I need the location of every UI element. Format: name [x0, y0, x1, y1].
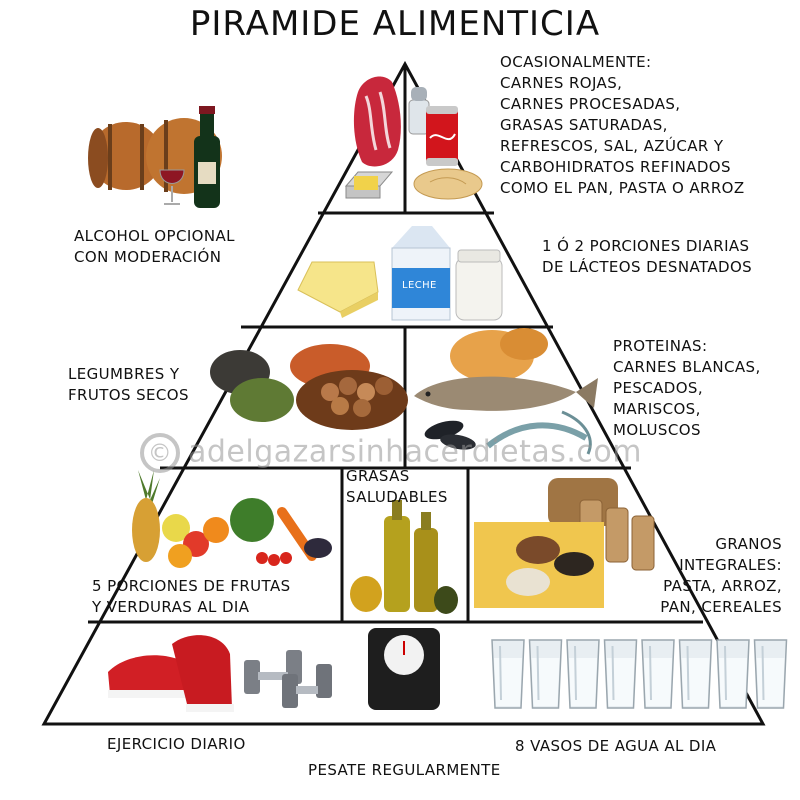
occasional-line: CARNES ROJAS,	[500, 74, 623, 92]
yogurt-jar-image	[455, 249, 503, 321]
soda-can-image	[426, 106, 458, 166]
alcohol-label: ALCOHOL OPCIONAL CON MODERACIÓN	[74, 226, 235, 268]
healthy-fats-label: GRASAS SALUDABLES	[346, 466, 448, 508]
occasional-line: COMO EL PAN, PASTA O ARROZ	[500, 179, 745, 197]
water-glass-icon	[566, 639, 600, 709]
whole-grains-label: GRANOS INTEGRALES: PASTA, ARROZ, PAN, CE…	[640, 534, 782, 618]
occasional-foods-label: OCASIONALMENTE: CARNES ROJAS, CARNES PRO…	[500, 52, 745, 199]
dairy-line: DE LÁCTEOS DESNATADOS	[542, 258, 753, 276]
water-glass-icon	[603, 639, 638, 709]
dumbbells-image	[244, 650, 332, 708]
proteins-label: PROTEINAS: CARNES BLANCAS, PESCADOS, MAR…	[613, 336, 761, 441]
legumes-line: LEGUMBRES Y	[68, 365, 180, 383]
water-glass-icon	[641, 639, 675, 709]
water-glasses-label: 8 VASOS DE AGUA AL DIA	[515, 737, 717, 755]
dairy-label: 1 Ó 2 PORCIONES DIARIAS DE LÁCTEOS DESNA…	[542, 236, 752, 278]
alcohol-line: CON MODERACIÓN	[74, 248, 222, 266]
watermark-text: adelgazarsinhacerdietas.com	[188, 434, 642, 470]
grains-line: GRANOS	[715, 535, 782, 553]
weigh-yourself-label: PESATE REGULARMENTE	[308, 761, 501, 779]
water-glasses-row	[491, 639, 788, 709]
water-glass-icon	[716, 639, 750, 709]
shrimp-image	[486, 410, 592, 455]
red-sneakers-image	[108, 635, 234, 712]
grains-line: PASTA, ARROZ,	[663, 577, 782, 595]
pyramid-title: PIRAMIDE ALIMENTICIA	[189, 4, 601, 44]
legumes-label: LEGUMBRES Y FRUTOS SECOS	[68, 364, 189, 406]
exercise-label: EJERCICIO DIARIO	[107, 735, 246, 753]
pasta-rice-image	[474, 522, 604, 608]
cheese-image	[297, 261, 379, 318]
fats-line: SALUDABLES	[346, 488, 448, 506]
alcohol-line: ALCOHOL OPCIONAL	[74, 227, 235, 245]
proteins-line: PROTEINAS:	[613, 337, 708, 355]
wine-bottle-image	[194, 106, 220, 208]
water-glass-icon	[491, 639, 525, 709]
grains-line: INTEGRALES:	[679, 556, 782, 574]
bathroom-scale-image	[368, 628, 440, 710]
legumes-line: FRUTOS SECOS	[68, 386, 189, 404]
butter-image	[344, 171, 394, 199]
dairy-line: 1 Ó 2 PORCIONES DIARIAS	[542, 237, 750, 255]
grains-line: PAN, CEREALES	[660, 598, 782, 616]
occasional-line: GRASAS SATURADAS,	[500, 116, 668, 134]
milk-carton-image	[391, 226, 451, 321]
occasional-heading: OCASIONALMENTE:	[500, 53, 652, 71]
red-meat-image	[353, 76, 401, 167]
occasional-line: REFRESCOS, SAL, AZÚCAR Y	[500, 137, 724, 155]
occasional-line: CARBOHIDRATOS REFINADOS	[500, 158, 731, 176]
olive-oil-bottles-image	[350, 500, 458, 614]
proteins-line: MARISCOS,	[613, 400, 701, 418]
mussels-image	[424, 420, 476, 450]
fruits-vegetables-label: 5 PORCIONES DE FRUTAS Y VERDURAS AL DIA	[92, 576, 291, 618]
nuts-bowl-image	[296, 370, 408, 430]
fish-image	[414, 376, 598, 411]
roast-chicken-image	[450, 328, 548, 382]
water-glass-icon	[678, 639, 713, 709]
milk-carton-label: LECHE	[402, 280, 437, 291]
water-glass-icon	[528, 639, 563, 709]
watermark: ©adelgazarsinhacerdietas.com	[140, 433, 642, 473]
proteins-line: PESCADOS,	[613, 379, 704, 397]
fruits-vegetables-image	[132, 470, 332, 568]
fruits-line: Y VERDURAS AL DIA	[92, 598, 250, 616]
fats-line: GRASAS	[346, 467, 410, 485]
bread-roll-image	[413, 168, 483, 200]
wine-glass-image	[159, 169, 185, 205]
copyright-icon: ©	[140, 433, 180, 473]
occasional-line: CARNES PROCESADAS,	[500, 95, 681, 113]
proteins-line: CARNES BLANCAS,	[613, 358, 761, 376]
proteins-line: MOLUSCOS	[613, 421, 701, 439]
water-glass-icon	[753, 639, 788, 709]
fruits-line: 5 PORCIONES DE FRUTAS	[92, 577, 291, 595]
whole-grain-bread-image	[548, 478, 655, 571]
